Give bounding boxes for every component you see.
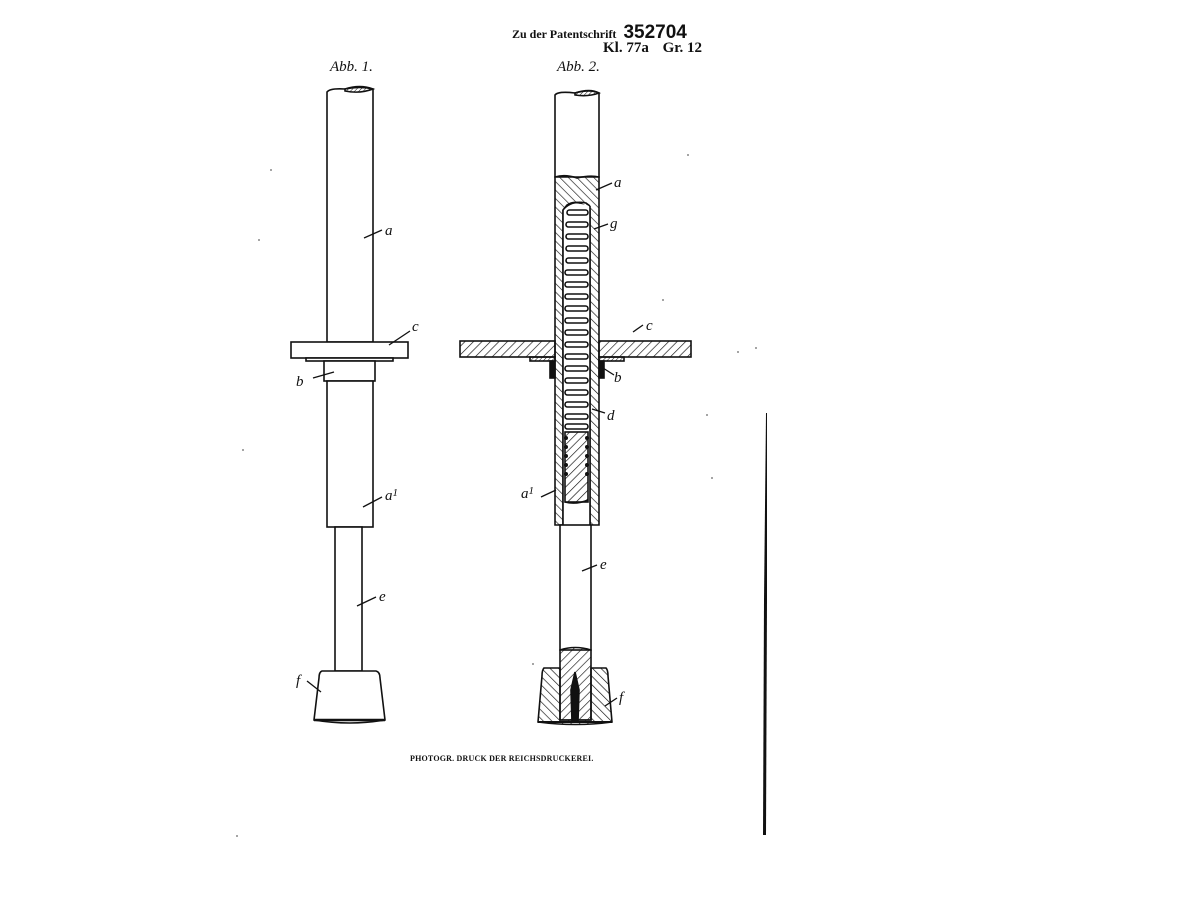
label-e: e	[379, 589, 386, 605]
label-g: g	[610, 216, 618, 232]
tube-a	[326, 85, 376, 343]
tube-a1	[326, 380, 374, 528]
figure-2-caption: Abb. 2.	[557, 59, 600, 75]
label-c: c	[412, 319, 419, 335]
figure-2-labels: a g c b d a1 e f	[521, 175, 653, 706]
plate-c-section	[459, 340, 556, 358]
spring-coil-dots	[564, 436, 589, 476]
patent-classification: Kl. 77a Gr. 12	[603, 40, 702, 57]
label-a1: a1	[385, 487, 398, 504]
patent-number: 352704	[623, 22, 687, 43]
label-b: b	[614, 370, 622, 386]
label-c: c	[646, 318, 653, 334]
header-prefix: Zu der Patentschrift	[512, 27, 617, 41]
label-e: e	[600, 557, 607, 573]
rod-e-section	[559, 524, 592, 651]
label-f: f	[296, 673, 302, 689]
scan-margin-line	[763, 413, 767, 835]
scan-specks	[236, 154, 757, 837]
class-label: Kl. 77a	[603, 40, 649, 56]
figure-1-caption: Abb. 1.	[330, 59, 373, 75]
spring-d	[564, 209, 589, 430]
collar-b-section	[529, 356, 556, 362]
collar-b	[323, 360, 376, 382]
plug-section	[564, 431, 589, 503]
rod-e	[334, 526, 363, 672]
foot-f-section	[537, 667, 613, 726]
label-b: b	[296, 374, 304, 390]
label-a: a	[385, 223, 393, 239]
patent-header: Zu der Patentschrift 352704	[512, 22, 687, 44]
label-a: a	[614, 175, 622, 191]
group-label: Gr. 12	[662, 40, 703, 56]
printer-imprint: PHOTOGR. DRUCK DER REICHSDRUCKEREI.	[410, 754, 594, 763]
figure-1-labels: a c b a1 e f	[296, 223, 419, 689]
label-a1: a1	[521, 485, 534, 502]
label-d: d	[607, 408, 615, 424]
label-f: f	[619, 690, 625, 706]
figure-1-drawing	[290, 85, 411, 724]
foot-f	[313, 670, 386, 724]
